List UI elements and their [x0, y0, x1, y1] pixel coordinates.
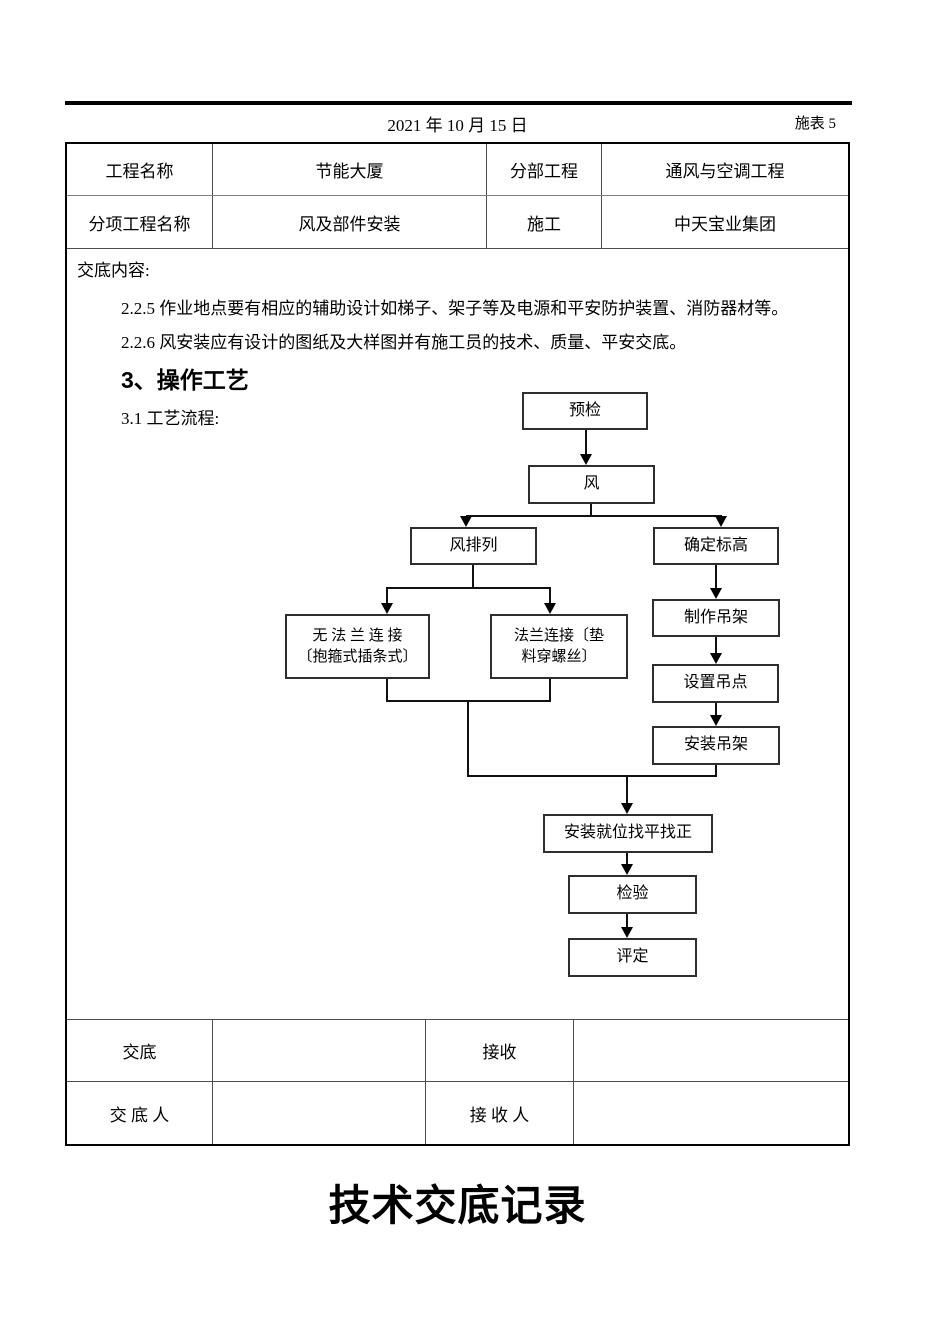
item-name-label: 分项工程名称	[67, 196, 213, 248]
sub-project-label: 分部工程	[487, 144, 602, 195]
sign-row-disclose: 交底 接收	[67, 1020, 848, 1082]
content-section-label: 交底内容:	[77, 261, 150, 280]
discloser-label: 交 底 人	[67, 1082, 213, 1144]
receiver-label: 接 收 人	[426, 1082, 574, 1144]
main-table: 工程名称 节能大厦 分部工程 通风与空调工程 分项工程名称 风及部件安装 施工 …	[65, 142, 850, 1146]
table-row: 工程名称 节能大厦 分部工程 通风与空调工程	[67, 144, 848, 196]
document-title: 技术交底记录	[328, 1182, 587, 1229]
sub-project-value: 通风与空调工程	[665, 162, 785, 181]
sign-row-person: 交 底 人 接 收 人	[67, 1082, 848, 1144]
sheet-number: 施表 5	[794, 116, 836, 132]
project-name-label: 工程名称	[67, 144, 213, 195]
disclose-value-cell	[213, 1020, 426, 1081]
header-divider-line	[65, 101, 852, 105]
section-heading: 3、操作工艺	[121, 367, 249, 393]
content-paragraph: 2.2.5 作业地点要有相应的辅助设计如梯子、架子等及电源和平安防护装置、消防器…	[121, 299, 789, 318]
table-row: 分项工程名称 风及部件安装 施工 中天宝业集团	[67, 196, 848, 249]
item-name-value: 风及部件安装	[213, 196, 487, 248]
document-date: 2021 年 10 月 15 日	[387, 116, 528, 135]
construction-value: 中天宝业集团	[674, 214, 776, 234]
receive-value-cell	[574, 1020, 848, 1081]
content-row: 交底内容: 2.2.5 作业地点要有相应的辅助设计如梯子、架子等及电源和平安防护…	[67, 249, 848, 1020]
receive-label: 接收	[426, 1020, 574, 1081]
subsection-heading: 3.1 工艺流程:	[121, 409, 220, 428]
content-paragraph: 2.2.6 风安装应有设计的图纸及大样图并有施工员的技术、质量、平安交底。	[121, 333, 687, 352]
receiver-value-cell	[574, 1082, 848, 1144]
disclosure-content-cell: 交底内容: 2.2.5 作业地点要有相应的辅助设计如梯子、架子等及电源和平安防护…	[67, 249, 848, 1019]
disclose-label: 交底	[67, 1020, 213, 1081]
construction-label: 施工	[487, 196, 602, 248]
project-name-value: 节能大厦	[213, 144, 487, 195]
discloser-value-cell	[213, 1082, 426, 1144]
